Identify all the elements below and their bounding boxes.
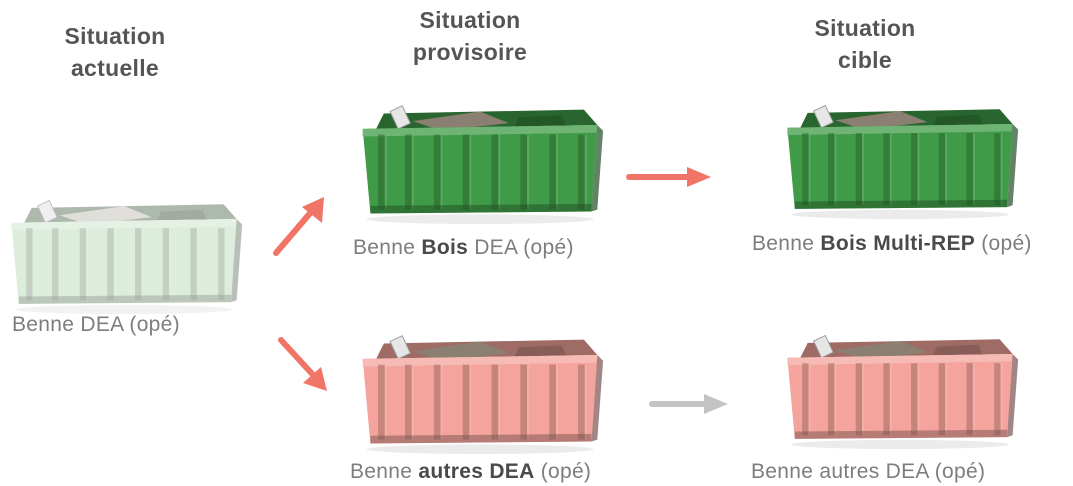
dumpster-bin-icon: [362, 335, 604, 455]
caption-text: Benne: [752, 232, 821, 255]
caption-text: DEA (opé): [468, 236, 574, 259]
caption-text: Benne: [350, 460, 419, 483]
caption-benne-autres-dea: Benne autres DEA (opé): [350, 460, 591, 484]
dumpster-bin-icon: [787, 334, 1019, 450]
heading-situation-provisoire: Situation provisoire: [395, 4, 545, 68]
arrow-down-right-icon: [278, 337, 327, 391]
arrow-right-icon: [626, 167, 711, 187]
caption-benne-dea: Benne DEA (opé): [12, 313, 180, 337]
arrow-up-right-icon: [273, 197, 324, 256]
caption-bold: autres DEA: [418, 460, 535, 483]
caption-text: Benne autres DEA (opé): [751, 460, 986, 483]
arrow-right-icon: [649, 394, 728, 414]
dumpster-bin-icon: [787, 104, 1019, 220]
heading-line: provisoire: [412, 39, 528, 65]
caption-benne-bois-multi-rep: Benne Bois Multi-REP (opé): [752, 232, 1032, 256]
heading-line: Situation: [814, 15, 916, 41]
heading-line: Situation: [64, 23, 166, 49]
caption-text: Benne: [353, 236, 422, 259]
caption-benne-bois-dea: Benne Bois DEA (opé): [353, 236, 574, 260]
heading-line: Situation: [419, 7, 521, 33]
heading-line: cible: [838, 47, 892, 73]
heading-situation-actuelle: Situation actuelle: [40, 20, 190, 84]
caption-text: (opé): [534, 460, 592, 483]
heading-line: actuelle: [70, 55, 160, 81]
caption-bold: Bois Multi-REP: [820, 232, 976, 255]
dumpster-bin-icon: [362, 105, 604, 225]
dumpster-bin-icon: [4, 195, 244, 315]
heading-situation-cible: Situation cible: [790, 12, 940, 76]
caption-text: (opé): [975, 232, 1032, 255]
caption-benne-autres-dea-cible: Benne autres DEA (opé): [751, 460, 985, 484]
caption-text: Benne DEA (opé): [12, 313, 180, 336]
caption-bold: Bois: [421, 236, 469, 259]
